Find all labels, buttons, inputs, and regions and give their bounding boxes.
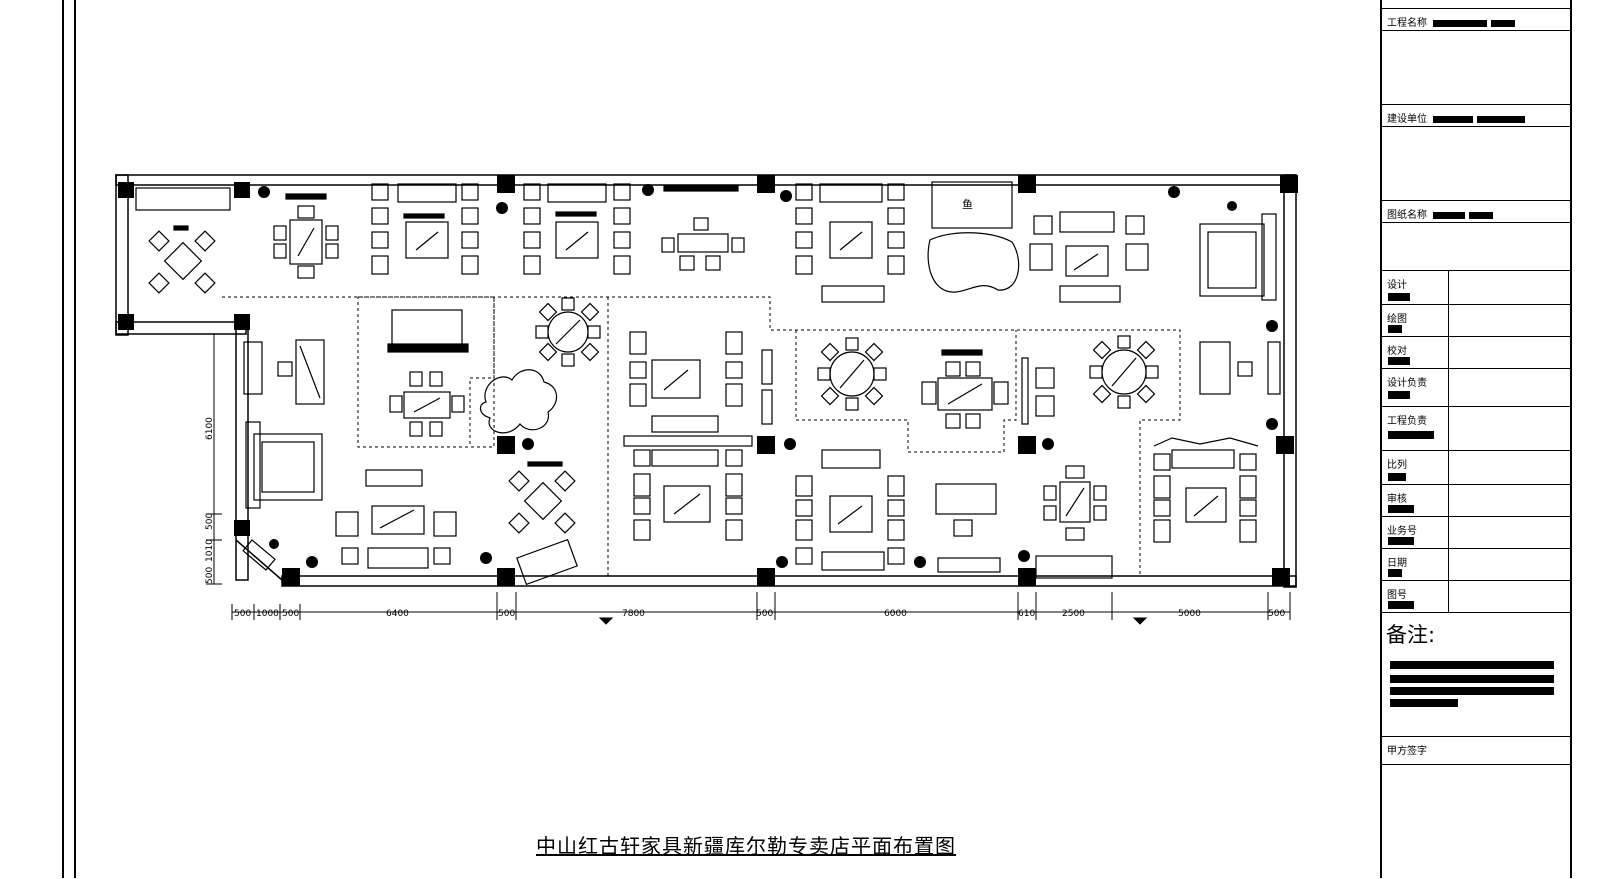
dim-label: 610: [1018, 609, 1035, 619]
signature-blank: [1382, 764, 1570, 879]
round-table-3: [1089, 335, 1159, 409]
tb-row-scale: 比列: [1382, 450, 1570, 485]
notes-title: 备注:: [1386, 623, 1436, 647]
dim-label-vertical: 1010: [205, 539, 215, 562]
tb-row-design-lead: 设计负责: [1382, 368, 1570, 407]
tb-label: 审核: [1387, 494, 1407, 505]
south-west-diagonal: [235, 539, 283, 581]
dining-set-1: [273, 193, 339, 279]
south-wall: [281, 575, 1297, 587]
tb-row-project-lead: 工程负责: [1382, 406, 1570, 451]
plants: [258, 184, 1278, 568]
outer-walls: [115, 174, 1297, 588]
pool-label: 鱼: [962, 197, 973, 211]
dim-label-vertical: 500: [205, 513, 215, 530]
tb-label: 图号: [1387, 590, 1407, 601]
north-wall: [115, 174, 1297, 186]
floor-plan: 鱼: [115, 174, 1298, 625]
fish-pool-top: 鱼: [927, 181, 1020, 293]
dim-label-vertical: 500: [205, 567, 215, 584]
dim-label-vertical: 6100: [205, 417, 215, 440]
sofa-set-4: [1029, 211, 1149, 303]
signature-row: 甲方签字: [1382, 736, 1570, 765]
dimension-line: [206, 333, 1291, 625]
dining-set-3: [921, 349, 1009, 429]
sofa-set-3: [795, 183, 905, 303]
display-zones: [222, 296, 1181, 576]
tb-row-drawing-number: 图号: [1382, 580, 1570, 613]
dim-label: 500: [1268, 609, 1285, 619]
owner-row: 建设单位: [1382, 104, 1570, 127]
west-wall-upper: [115, 174, 129, 336]
tb-label: 校对: [1387, 346, 1407, 357]
tb-row-job-number: 业务号: [1382, 516, 1570, 549]
round-table-2: [817, 337, 887, 411]
project-name-label: 工程名称: [1387, 18, 1427, 29]
drawing-border-left: [62, 0, 76, 878]
sofa-set-8: [335, 469, 457, 569]
tb-label: 绘图: [1387, 314, 1407, 325]
west-notch: [115, 321, 247, 335]
bed-west: [245, 421, 323, 509]
dining-set-5: [661, 185, 745, 271]
bed-east: [1199, 213, 1277, 301]
drawing-name-row: 图纸名称: [1382, 200, 1570, 223]
tb-label: 日期: [1387, 558, 1407, 569]
tb-row-drafting: 绘图: [1382, 304, 1570, 337]
tb-label: 设计: [1387, 280, 1407, 291]
dim-label: 1000: [256, 609, 279, 619]
dining-set-4: [1043, 465, 1107, 541]
signature-label: 甲方签字: [1387, 746, 1427, 757]
tb-row-date: 日期: [1382, 548, 1570, 581]
round-table-1: [535, 297, 601, 367]
notes-section: 备注:: [1382, 612, 1570, 737]
sofa-set-7: [1153, 437, 1259, 543]
tb-label: 设计负责: [1387, 378, 1427, 389]
fish-pool-left: [479, 369, 558, 434]
tb-label: 比列: [1387, 460, 1407, 471]
dim-label: 500: [498, 609, 515, 619]
columns: [118, 175, 1298, 586]
east-wall: [1283, 174, 1297, 588]
dim-label: 6400: [386, 609, 409, 619]
drawing-name-label: 图纸名称: [1387, 210, 1427, 221]
sofa-set-2: [523, 183, 631, 275]
dim-label: 7800: [622, 609, 645, 619]
sofa-set-5: [623, 331, 753, 541]
tb-row-review: 审核: [1382, 484, 1570, 517]
dim-label: 500: [282, 609, 299, 619]
sofa-set-1: [371, 183, 479, 275]
square-table-1: [148, 225, 216, 294]
tb-row-check: 校对: [1382, 336, 1570, 369]
dining-set-2: [389, 371, 465, 437]
dim-label: 5000: [1178, 609, 1201, 619]
tb-label: 工程负责: [1387, 416, 1427, 427]
cabinets: [135, 187, 1281, 586]
dim-label: 2500: [1062, 609, 1085, 619]
title-block: 工程名称 建设单位 图纸名称 设计 绘图 校对 设计负责 工程负责 比列 审核 …: [1380, 0, 1572, 878]
dim-label: 500: [234, 609, 251, 619]
owner-label: 建设单位: [1387, 114, 1427, 125]
square-table-2: [508, 461, 576, 534]
owner-blank: [1382, 126, 1570, 201]
drawing-name-blank: [1382, 222, 1570, 271]
tb-label: 业务号: [1387, 526, 1417, 537]
tb-row-design: 设计: [1382, 270, 1570, 305]
project-name-blank: [1382, 30, 1570, 105]
sofa-set-6: [795, 449, 905, 571]
drawing-title: 中山红古轩家具新疆库尔勒专卖店平面布置图: [536, 834, 956, 858]
project-name-row: 工程名称: [1382, 8, 1570, 31]
dimension-labels: 500 1000 500 6400 500 7800 500 6000 610 …: [205, 417, 1285, 619]
dim-label: 500: [756, 609, 773, 619]
dim-label: 6000: [884, 609, 907, 619]
